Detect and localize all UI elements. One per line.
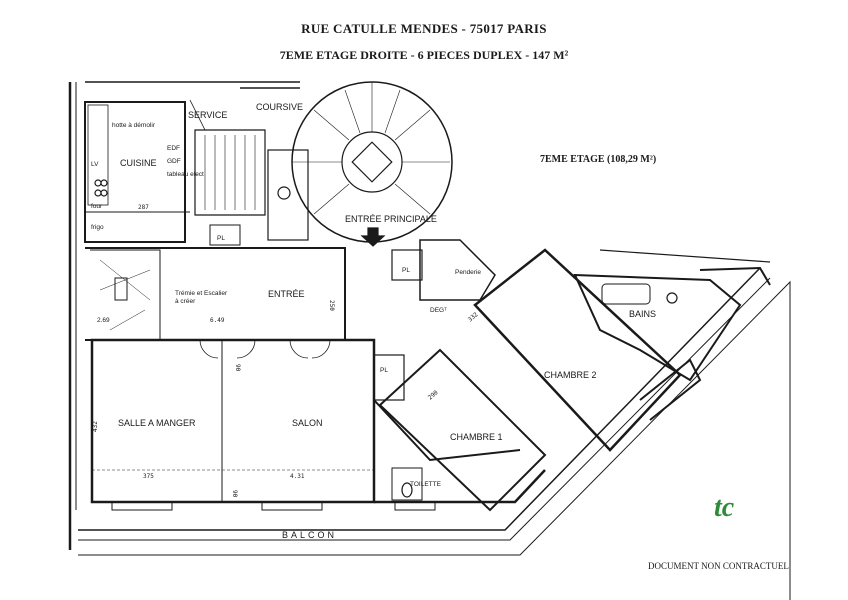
entree-principale-label: ENTRÉE PRINCIPALE: [345, 214, 437, 224]
logo-text: tc: [714, 492, 735, 523]
degt-label: DEGᵀ: [430, 307, 447, 314]
dim-290: 290: [427, 389, 440, 402]
chambre1-label: CHAMBRE 1: [450, 432, 503, 442]
four-label: four: [91, 203, 103, 210]
salle-a-manger-label: SALLE A MANGER: [118, 418, 196, 428]
dim-375: 375: [143, 473, 154, 480]
frigo-label: frigo: [91, 224, 104, 231]
pl-label-2: PL: [402, 267, 410, 274]
pl-label-1: PL: [217, 235, 225, 242]
dim-250: 250: [328, 300, 335, 311]
lv-label: LV: [91, 161, 99, 168]
edf-label: EDF: [167, 145, 180, 152]
floor-area-label: 7EME ETAGE (108,29 M²): [540, 154, 657, 165]
service-label: SERVICE: [188, 110, 227, 120]
cuisine-label: CUISINE: [120, 158, 157, 168]
dim-90-b: 90: [231, 490, 238, 498]
toilette-label: TOILETTE: [410, 481, 442, 488]
dim-90-a: 90: [234, 364, 241, 372]
plan-subtitle: 7EME ETAGE DROITE - 6 PIECES DUPLEX - 14…: [279, 48, 569, 62]
pl-label-3: PL: [380, 367, 388, 374]
bains-label: BAINS: [629, 309, 656, 319]
entree-label: ENTRÉE: [268, 289, 305, 299]
dim-431: 4.31: [290, 473, 305, 480]
gdf-label: GDF: [167, 158, 181, 165]
plan-address-title: RUE CATULLE MENDES - 75017 PARIS: [301, 21, 547, 36]
penderie-label: Penderie: [455, 269, 481, 276]
chambre2-label: CHAMBRE 2: [544, 370, 597, 380]
disclaimer: DOCUMENT NON CONTRACTUEL: [648, 561, 789, 571]
dim-287: 287: [138, 204, 149, 211]
dim-649: 6.49: [210, 317, 225, 324]
tc-logo: tc: [714, 492, 735, 523]
tremie-label-2: à créer: [175, 298, 196, 305]
balcon-label: BALCON: [282, 530, 337, 540]
hotte-label: hotte à démolir: [112, 122, 156, 129]
dim-332: 332: [467, 311, 480, 324]
coursive-label: COURSIVE: [256, 102, 303, 112]
dim-432: 432: [92, 421, 99, 432]
dim-269: 2.69: [97, 317, 110, 324]
tremie-label: Trémie et Escalier: [175, 290, 228, 297]
tableau-label: tableau elect: [167, 171, 204, 178]
salon-label: SALON: [292, 418, 323, 428]
